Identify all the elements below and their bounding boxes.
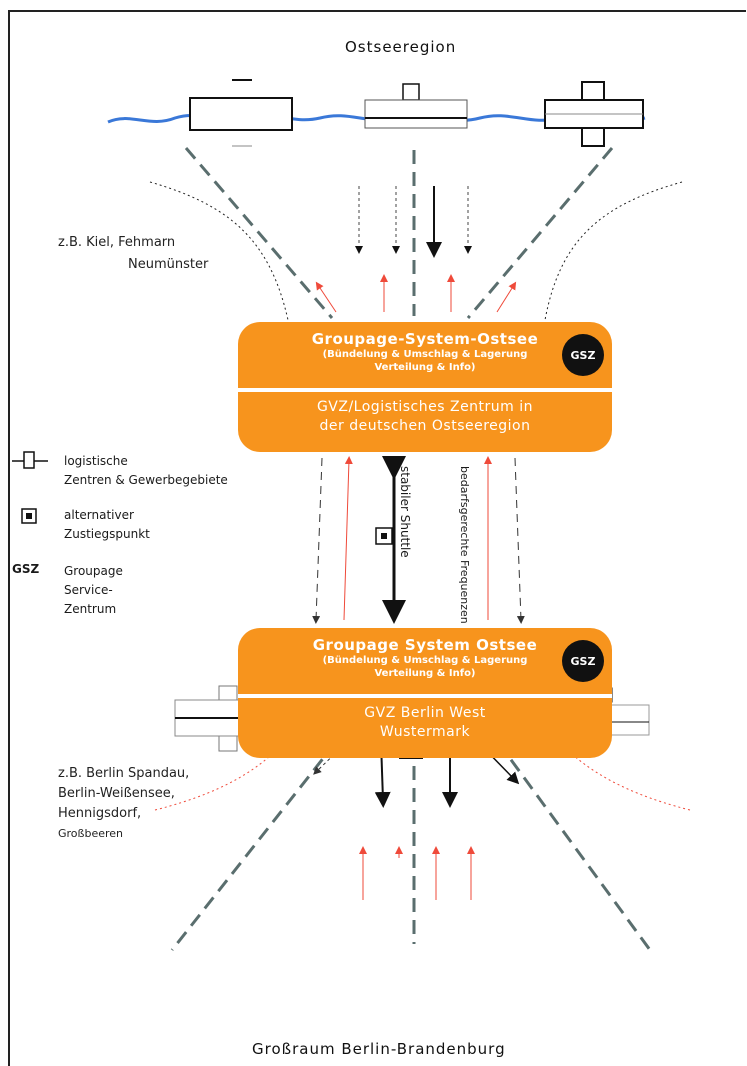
shuttle-arrow-down: [312, 457, 323, 624]
note-line: z.B. Berlin Spandau,: [58, 766, 190, 781]
shuttle-arrow-up-red: [343, 456, 353, 621]
note-line: Großbeeren: [58, 827, 124, 840]
box-divider: [238, 388, 612, 392]
gsz-box-bottom: Groupage System Ostsee (Bündelung & Umsc…: [238, 628, 612, 758]
corridor-line: [466, 147, 614, 319]
gvz-line: der deutschen Ostseeregion: [319, 418, 531, 434]
legend-text: Service-: [64, 583, 113, 597]
logistics-center-top-left: [189, 79, 293, 147]
gsz-subtitle: (Bündelung & Umschlag & Lagerung: [322, 655, 528, 666]
gvz-line: Wustermark: [379, 724, 471, 740]
catchment-curve: [544, 181, 683, 321]
gvz-label-top: GVZ/Logistisches Zentrum in der deutsche…: [238, 392, 612, 436]
legend-text: logistische: [64, 454, 128, 468]
corridor-line: [184, 147, 334, 319]
legend-item-logistics: logistische Zentren & Gewerbegebiete: [64, 452, 228, 490]
legend-text: Groupage: [64, 564, 123, 578]
gsz-box-top-header: Groupage-System-Ostsee (Bündelung & Umsc…: [238, 322, 612, 388]
legend-gsz-symbol: GSZ: [12, 562, 40, 576]
gsz-box-top: Groupage-System-Ostsee (Bündelung & Umsc…: [238, 322, 612, 452]
note-line: z.B. Kiel, Fehmarn: [58, 235, 176, 250]
gvz-line: GVZ Berlin West: [364, 705, 486, 721]
gsz-box-bottom-header: Groupage System Ostsee (Bündelung & Umsc…: [238, 628, 612, 694]
arrow-up-red: [496, 281, 517, 313]
note-line: Neumünster: [128, 257, 209, 272]
region-title-top: Ostseeregion: [345, 38, 457, 56]
note-line: Berlin-Weißensee,: [58, 786, 175, 801]
gsz-subtitle: Verteilung & Info): [374, 362, 476, 373]
diagram-frame: [8, 10, 746, 1066]
gsz-title: Groupage System Ostsee: [312, 636, 538, 654]
note-line: Hennigsdorf,: [58, 806, 142, 821]
legend-text: alternativer: [64, 508, 134, 522]
logistics-center-top-middle: [364, 83, 468, 129]
alternative-entry-point: [375, 527, 393, 545]
region-title-bottom: Großraum Berlin-Brandenburg: [252, 1040, 506, 1058]
legend-text: Zustiegspunkt: [64, 527, 150, 541]
note-top-left: z.B. Kiel, Fehmarn Neumünster: [58, 232, 208, 276]
corridor-line: [170, 741, 338, 951]
gsz-title: Groupage-System-Ostsee: [311, 330, 539, 348]
arrow-up-red: [315, 281, 337, 313]
gvz-label-bottom: GVZ Berlin West Wustermark: [238, 698, 612, 742]
gsz-subtitle: (Bündelung & Umschlag & Lagerung: [322, 349, 528, 360]
gsz-subtitle: Verteilung & Info): [374, 668, 476, 679]
shuttle-arrow-down: [514, 457, 525, 624]
box-divider: [238, 694, 612, 698]
gsz-badge: GSZ: [562, 640, 604, 682]
flow-label-shuttle: stabiler Shuttle: [398, 466, 412, 558]
gvz-line: GVZ/Logistisches Zentrum in: [316, 399, 534, 415]
legend-logistics-center-symbol: [12, 451, 48, 469]
legend-text: Zentrum: [64, 602, 117, 616]
logistics-center-top-right: [544, 81, 644, 147]
flow-label-frequency: bedarfsgerechte Frequenzen: [458, 466, 471, 624]
legend-alternative-entry-symbol: [21, 508, 37, 524]
legend-item-alternative: alternativer Zustiegspunkt: [64, 506, 150, 544]
note-bottom-left: z.B. Berlin Spandau, Berlin-Weißensee, H…: [58, 764, 189, 844]
legend-text: Zentren & Gewerbegebiete: [64, 473, 228, 487]
corridor-line: [496, 741, 652, 951]
legend-item-gsz: Groupage Service- Zentrum: [64, 562, 123, 619]
gsz-badge: GSZ: [562, 334, 604, 376]
